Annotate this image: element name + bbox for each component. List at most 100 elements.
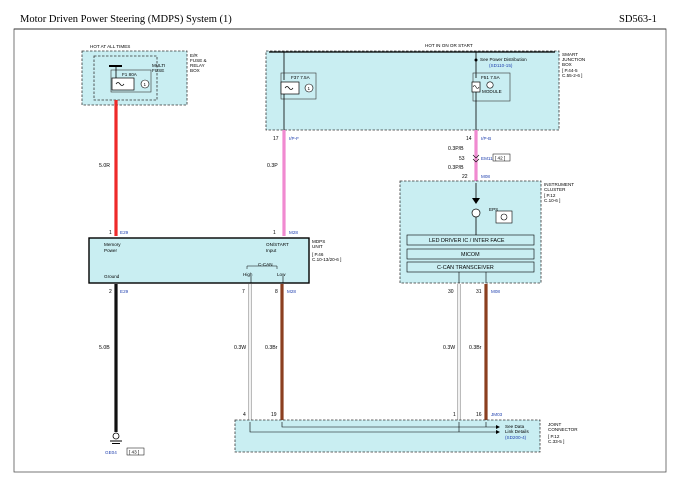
junction-box-name: SMART JUNCTION BOX [ P.44-5 C.55-2-6 ]: [562, 52, 585, 78]
joint-pin-16: 16: [476, 412, 482, 418]
ground-terminal-icon: [112, 432, 120, 440]
cluster-name-l2: CLUSTER: [544, 187, 566, 192]
see-power-dist: See Power Distribution: [480, 57, 527, 62]
cluster-conn: M08: [481, 174, 490, 179]
mdps-refs-l1: [ P.46: [312, 252, 324, 257]
em-ref-box: [492, 153, 511, 162]
diagram-code: SD563-1: [619, 14, 657, 25]
mdps-ccan-label: C-CAN: [258, 262, 273, 267]
micom-bar: [406, 248, 535, 260]
cluster-refs-l1: [ P.12: [544, 193, 556, 198]
fuse-f51-id: F51 7.5A: [481, 75, 501, 80]
joint-see-ref: (SD200-4): [505, 435, 527, 440]
ground-conn: E29: [120, 289, 129, 294]
junction-name-l3: BOX: [562, 62, 572, 67]
cluster-pin: 22: [462, 174, 468, 180]
mdps-low-label: Low: [277, 272, 286, 277]
relay-box-name-l1: E/R: [190, 53, 198, 58]
fuse-f37-id: F37 7.5A: [291, 75, 311, 80]
joint-arrow-icon: [496, 425, 500, 434]
ground-ref-box: [126, 447, 145, 456]
pink-wire-label: 0.3P: [267, 163, 278, 169]
mdps-name-l2: UNIT: [312, 244, 323, 249]
joint-name: JOINT CONNECTOR [ P.12 C.33-5 ]: [548, 422, 578, 444]
cluster-name: INSTRUMENT CLUSTER [ P.12 C.10-6 ]: [544, 182, 574, 203]
ccan-transceiver-label: C-CAN TRANSCEIVER: [437, 265, 494, 271]
relay-box-inner: [93, 55, 158, 101]
cluster-pin-m08: M08: [491, 289, 500, 294]
junction-pin-right: 14: [466, 136, 472, 142]
em-pin: 53: [459, 156, 465, 162]
joint-pin-1: 1: [453, 412, 456, 418]
cluster-pin-31: 31: [476, 289, 482, 295]
joint-name-l1: JOINT: [548, 422, 561, 427]
ground-label: GE04: [105, 450, 117, 455]
see-power-dist-ref: (SD110-15): [489, 63, 513, 68]
mdps-name-l1: MDPS: [312, 239, 325, 244]
junction-pin-left: 17: [273, 136, 279, 142]
fuse-f51-number-circle: [486, 81, 494, 89]
relay-power-label: HOT AT ALL TIMES: [90, 44, 130, 49]
pink-wire-conn: M28: [289, 230, 298, 235]
red-wire-label: 5.0R: [99, 163, 110, 169]
mdps-power-label: Power: [104, 248, 117, 253]
cluster-wire-upper: 0.3P/B: [448, 146, 464, 152]
diagram-title: Motor Driven Power Steering (MDPS) Syste…: [20, 14, 232, 25]
joint-connector: [234, 419, 541, 453]
joint-refs-l1: [ P.12: [548, 434, 560, 439]
cluster-pin-30: 30: [448, 289, 454, 295]
mdps-memory-label: Memory: [104, 242, 121, 247]
mdps-ccan-bracket: [246, 265, 278, 269]
joint-low-bus: [281, 422, 496, 428]
cluster-name-l1: INSTRUMENT: [544, 182, 574, 187]
joint-see-l2: Link Details: [505, 429, 529, 434]
red-wire-conn: E29: [120, 230, 129, 235]
mdps-onstart-label: ON/START: [266, 242, 289, 247]
mdps-pin-8: 8: [275, 289, 278, 295]
junction-name-l2: JUNCTION: [562, 57, 585, 62]
led-driver-bar: [406, 234, 535, 246]
mdps-memory-pin: 1: [109, 230, 112, 236]
junction-conn-left: I/P-F: [289, 136, 299, 141]
cluster-wire-lower: 0.3P/B: [448, 165, 464, 171]
led-driver-label: LED DRIVER IC / INTER FACE: [429, 238, 505, 244]
joint-refs-l2: C.33-5 ]: [548, 439, 564, 444]
micom-label: MICOM: [461, 252, 480, 258]
junction-name-l1: SMART: [562, 52, 578, 57]
mdps-ground-label: Ground: [104, 274, 120, 279]
relay-box-name-l4: BOX: [190, 68, 200, 73]
junction-power-label: HOT IN ON OR START: [425, 43, 473, 48]
mdps-input-pin: 1: [273, 230, 276, 236]
eps-lamp-icon: [471, 208, 481, 218]
junction-refs-l2: C.55-2-6 ]: [562, 73, 582, 78]
fuse-f51-icon: [472, 85, 480, 89]
mdps-unit: [88, 237, 310, 284]
ground-ref: [ 43 ]: [129, 450, 139, 455]
em-ref: [ 42 ]: [495, 156, 505, 161]
fuse-f1-body: [111, 77, 135, 91]
em-connector-chevron: [472, 154, 480, 163]
relay-box-name-l3: RELAY: [190, 63, 205, 68]
junction-conn-right: I/P-B: [481, 136, 491, 141]
relay-box-name: E/R FUSE & RELAY BOX: [190, 53, 207, 73]
fuse-f1-number-circle: [140, 79, 150, 89]
fuse-f37-number: 1: [308, 86, 311, 91]
em-conn: EM11: [481, 156, 493, 161]
can-high-right-label: 0.3W: [443, 345, 455, 351]
mdps-input-label: Input: [266, 248, 277, 253]
ground-pin: 2: [109, 289, 112, 295]
fuse-type-l1: MULTI: [152, 63, 165, 68]
ccan-transceiver-bar: [406, 261, 535, 273]
joint-pin-4: 4: [243, 412, 246, 418]
eps-wheel-icon: [500, 213, 508, 221]
fuse-f37-body: [280, 81, 300, 95]
fuse-f1-icon: [115, 82, 125, 86]
eps-led-diode-icon: [472, 198, 480, 204]
fuse-type-l2: FUSE: [152, 68, 164, 73]
mdps-refs-l2: C.10-13/20-6 ]: [312, 257, 341, 262]
can-low-left-label: 0.3Br: [265, 345, 278, 351]
multi-fuse-outline: [110, 69, 152, 93]
mdps-pin-m28: M28: [287, 289, 296, 294]
fuse-f37-icon: [284, 86, 294, 90]
